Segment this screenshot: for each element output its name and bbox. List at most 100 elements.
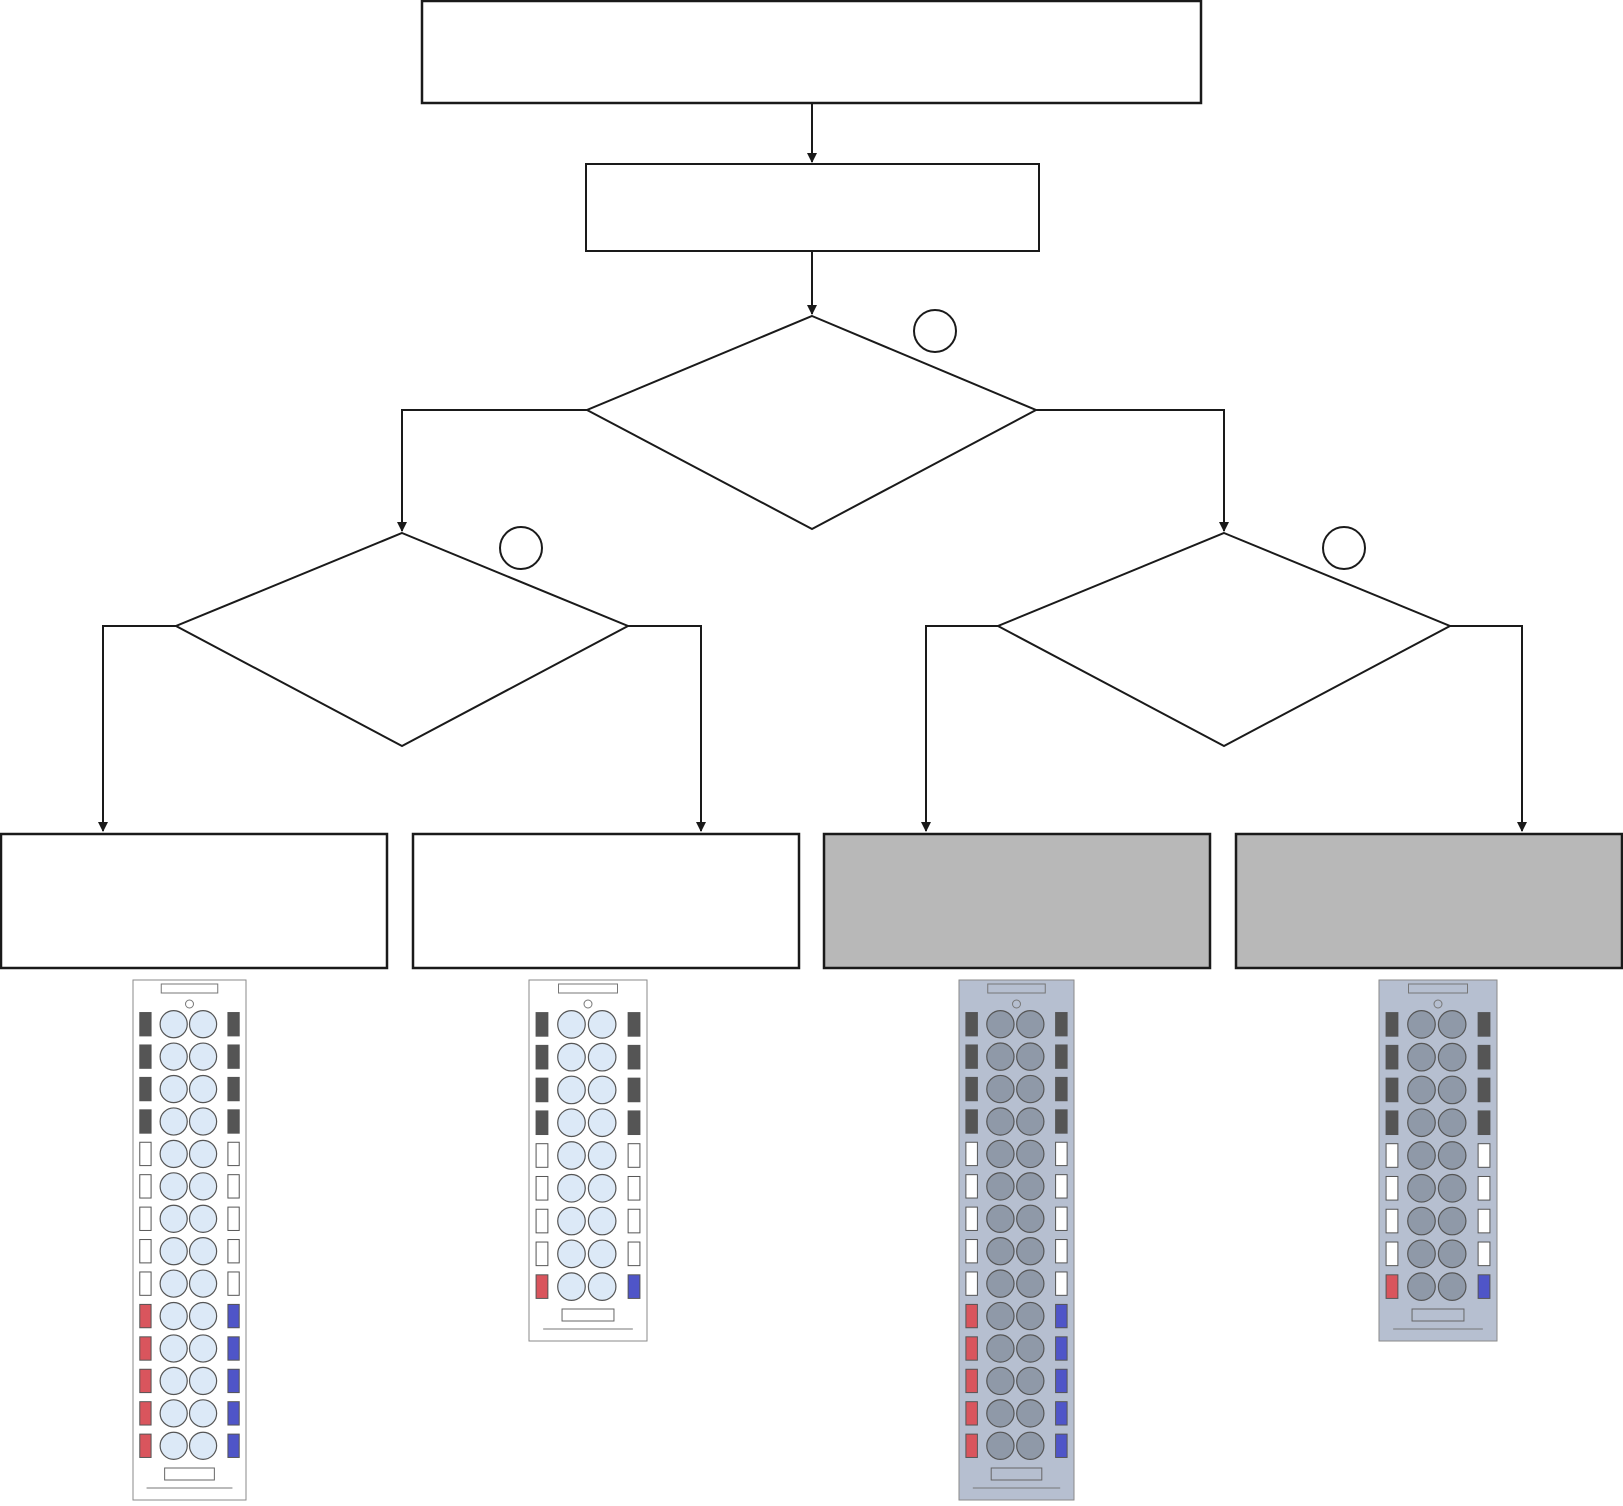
device-cell: [1016, 1204, 1045, 1234]
device-cell: [188, 1010, 218, 1039]
connector-root-to-left: [397, 409, 587, 532]
device-side-block: [535, 1143, 549, 1168]
device-side-block: [627, 1110, 641, 1136]
device-side-block: [627, 1241, 641, 1267]
device-side-block: [227, 1141, 240, 1167]
device-side-block: [227, 1303, 240, 1329]
device-cell: [1437, 1141, 1467, 1170]
device-cell: [986, 1431, 1015, 1461]
connector-root-to-right: [1036, 409, 1229, 532]
outcome-box-4: [1234, 832, 1623, 970]
device-cell: [557, 1272, 586, 1301]
device-cell: [986, 1172, 1015, 1201]
device-bottom-connector: [1411, 1308, 1465, 1322]
device-side-block: [139, 1174, 152, 1199]
device-cell: [159, 1431, 188, 1460]
device-side-block: [1385, 1012, 1399, 1037]
device-top-cap: [160, 983, 219, 994]
device-body: [528, 979, 648, 1342]
device-side-block: [1385, 1077, 1399, 1103]
device-top-hole: [185, 999, 194, 1009]
device-side-block: [139, 1239, 152, 1264]
device-cell: [1407, 1206, 1436, 1236]
device-side-block: [227, 1271, 240, 1296]
device-cell: [587, 1141, 617, 1170]
device-side-block: [1055, 1368, 1068, 1394]
device-side-block: [139, 1303, 152, 1329]
device-side-block: [965, 1141, 978, 1167]
device-side-block: [1477, 1110, 1491, 1136]
device-cell: [1016, 1431, 1045, 1461]
device-top-hole: [1433, 999, 1443, 1009]
device-side-block: [1385, 1175, 1399, 1201]
device-cell: [986, 1107, 1015, 1136]
device-side-block: [139, 1044, 152, 1069]
device-cell: [159, 1010, 188, 1039]
outcome-box-2: [411, 832, 801, 970]
device-cell: [1016, 1236, 1045, 1266]
device-cell: [1437, 1206, 1467, 1236]
device-cell: [557, 1108, 586, 1138]
device-cell: [1437, 1075, 1467, 1105]
device-bottom-connector: [990, 1467, 1043, 1481]
connector-right-to-outcome-3: [921, 625, 998, 832]
device-side-block: [535, 1241, 549, 1267]
device-top-cap: [987, 983, 1046, 994]
device-side-block: [535, 1044, 549, 1070]
device-side-block: [535, 1208, 549, 1234]
device-cell: [188, 1334, 218, 1363]
decision-root: [584, 314, 1039, 531]
device-cell: [587, 1173, 617, 1203]
device-side-block: [139, 1433, 152, 1458]
device-side-block: [535, 1012, 549, 1037]
device-cell: [1437, 1173, 1467, 1203]
device-cell: [1437, 1108, 1467, 1138]
device-cell: [1407, 1042, 1436, 1072]
device-top-cap: [558, 983, 618, 994]
device-top-hole: [583, 999, 593, 1009]
device-side-block: [1477, 1044, 1491, 1070]
device-cell: [1016, 1366, 1045, 1396]
device-cell: [986, 1334, 1015, 1363]
decision-left: [173, 531, 631, 748]
device-cell: [1016, 1107, 1045, 1136]
device-side-block: [1055, 1174, 1068, 1199]
device-cell: [188, 1366, 218, 1396]
device-side-block: [1055, 1044, 1068, 1069]
device-side-block: [1477, 1208, 1491, 1234]
device-cell: [188, 1107, 218, 1136]
device-cell: [1437, 1010, 1467, 1039]
device-cell: [1407, 1010, 1436, 1039]
device-side-block: [139, 1076, 152, 1102]
device-side-block: [1055, 1433, 1068, 1458]
device-cell: [986, 1399, 1015, 1428]
device-side-block: [1385, 1110, 1399, 1136]
device-side-block: [1385, 1044, 1399, 1070]
device-cell: [557, 1206, 586, 1236]
device-cell: [159, 1204, 188, 1233]
device-side-block: [535, 1274, 549, 1299]
device-side-block: [1477, 1143, 1491, 1168]
device-cell: [159, 1269, 188, 1298]
device-cell: [159, 1139, 188, 1169]
device-side-block: [139, 1141, 152, 1167]
device-side-block: [139, 1206, 152, 1231]
device-cell: [587, 1272, 617, 1301]
device-side-block: [227, 1433, 240, 1458]
device-side-block: [627, 1175, 641, 1201]
device-cell: [159, 1237, 188, 1266]
device-cell: [188, 1074, 218, 1104]
device-cell: [188, 1237, 218, 1266]
device-cell: [557, 1141, 586, 1170]
device-cell: [159, 1399, 188, 1428]
device-cell: [188, 1399, 218, 1428]
device-cell: [1016, 1269, 1045, 1298]
connector-left-to-outcome-1: [98, 625, 176, 832]
device-side-block: [227, 1239, 240, 1264]
device-side-block: [627, 1208, 641, 1234]
device-side-block: [965, 1044, 978, 1069]
device-side-block: [965, 1174, 978, 1199]
device-side-block: [535, 1077, 549, 1103]
device-side-block: [1055, 1271, 1068, 1296]
device-side-block: [1477, 1274, 1491, 1299]
